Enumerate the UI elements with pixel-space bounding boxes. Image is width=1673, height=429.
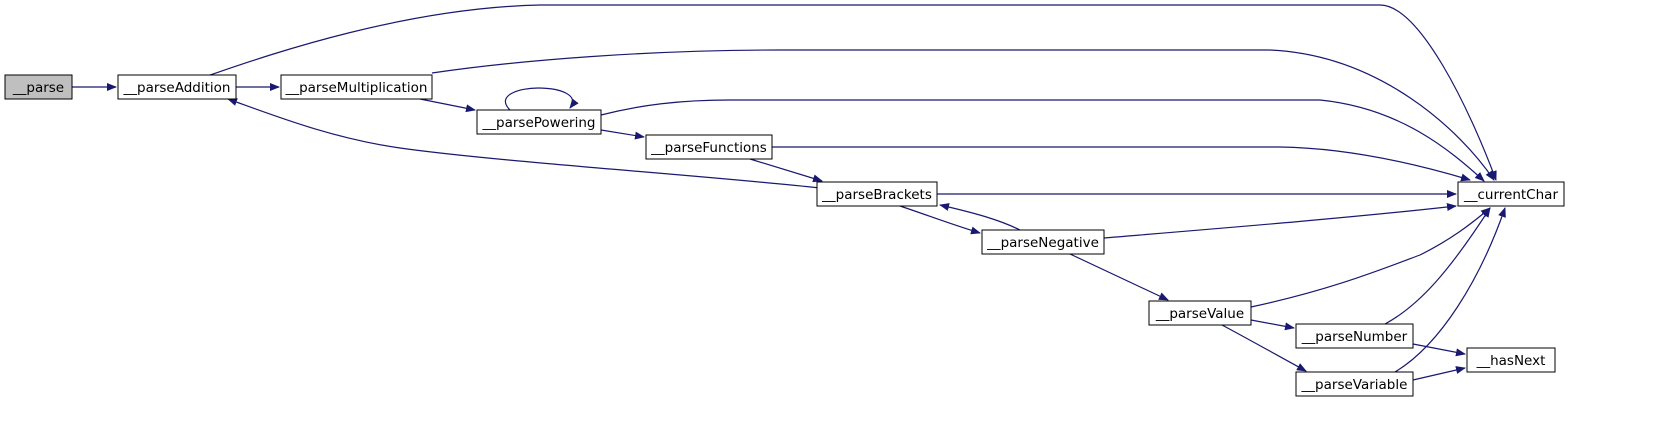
edge-parseAddition-to-currentChar xyxy=(209,4,1497,181)
edge-parseVariable-to-currentChar xyxy=(1394,207,1506,373)
node-label-parseAddition: __parseAddition xyxy=(123,80,231,96)
node-label-parseFunctions: __parseFunctions xyxy=(650,140,767,156)
edge-parseNegative-to-currentChar xyxy=(1103,203,1457,239)
node-parseBrackets[interactable]: __parseBrackets xyxy=(816,181,938,207)
node-label-currentChar: __currentChar xyxy=(1463,187,1558,203)
edge-parseBrackets-to-parseNegative xyxy=(899,205,981,235)
edge-parseNegative-to-parseValue xyxy=(1069,253,1169,301)
edge-parseNegative-to-parseBrackets xyxy=(939,203,1021,231)
node-parsePowering[interactable]: __parsePowering xyxy=(476,109,602,135)
edge-parseNumber-to-currentChar xyxy=(1384,207,1491,325)
node-label-parseMultiplication: __parseMultiplication xyxy=(285,80,428,96)
node-box-parseFunctions xyxy=(645,134,773,160)
node-label-parseNegative: __parseNegative xyxy=(986,235,1099,251)
edge-parseValue-to-parseNumber xyxy=(1250,319,1295,331)
edge-parseMultiplication-to-currentChar xyxy=(431,49,1495,181)
edge-parseValue-to-currentChar xyxy=(1250,207,1491,308)
node-box-parse xyxy=(4,74,73,100)
node-parseVariable[interactable]: __parseVariable xyxy=(1295,371,1414,397)
node-box-parseMultiplication xyxy=(280,74,433,100)
node-box-parseAddition xyxy=(117,74,237,100)
node-box-parseValue xyxy=(1148,300,1252,326)
node-parseFunctions[interactable]: __parseFunctions xyxy=(645,134,773,160)
node-box-currentChar xyxy=(1457,181,1565,207)
edges-layer xyxy=(72,4,1506,381)
edge-parsePowering-to-parsePowering xyxy=(504,87,579,111)
edge-parseFunctions-to-parseBrackets xyxy=(749,158,823,183)
node-parseNegative[interactable]: __parseNegative xyxy=(981,229,1105,255)
node-box-parseNumber xyxy=(1295,323,1414,349)
node-parseNumber[interactable]: __parseNumber xyxy=(1295,323,1414,349)
edge-parsePowering-to-currentChar xyxy=(600,99,1485,182)
node-box-parsePowering xyxy=(476,109,602,135)
edge-parseVariable-to-hasNext xyxy=(1412,366,1466,381)
edge-parsePowering-to-parseFunctions xyxy=(600,129,645,140)
node-label-parseNumber: __parseNumber xyxy=(1301,329,1408,345)
edge-parseMultiplication-to-parsePowering xyxy=(419,98,476,113)
node-hasNext[interactable]: __hasNext xyxy=(1466,347,1556,373)
node-parseValue[interactable]: __parseValue xyxy=(1148,300,1252,326)
node-box-parseVariable xyxy=(1295,371,1414,397)
edge-parseBrackets-to-parseAddition xyxy=(227,98,821,189)
node-box-parseNegative xyxy=(981,229,1105,255)
edge-parseNumber-to-hasNext xyxy=(1412,343,1466,357)
node-label-parsePowering: __parsePowering xyxy=(482,115,596,131)
nodes-layer: __parse __parseAddition __parseMultiplicat… xyxy=(4,74,1565,397)
node-label-parseVariable: __parseVariable xyxy=(1301,377,1408,393)
node-parseAddition[interactable]: __parseAddition xyxy=(117,74,237,100)
node-box-parseBrackets xyxy=(816,181,938,207)
edge-parseFunctions-to-currentChar xyxy=(772,146,1471,182)
node-currentChar[interactable]: __currentChar xyxy=(1457,181,1565,207)
node-parseMultiplication[interactable]: __parseMultiplication xyxy=(280,74,433,100)
node-label-hasNext: __hasNext xyxy=(1476,353,1546,369)
node-label-parseValue: __parseValue xyxy=(1155,306,1244,322)
node-label-parseBrackets: __parseBrackets xyxy=(821,187,932,203)
node-box-hasNext xyxy=(1466,347,1556,373)
node-label-parse: __parse xyxy=(12,80,64,96)
node-parse[interactable]: __parse xyxy=(4,74,73,100)
edge-parseValue-to-parseVariable xyxy=(1221,324,1307,372)
